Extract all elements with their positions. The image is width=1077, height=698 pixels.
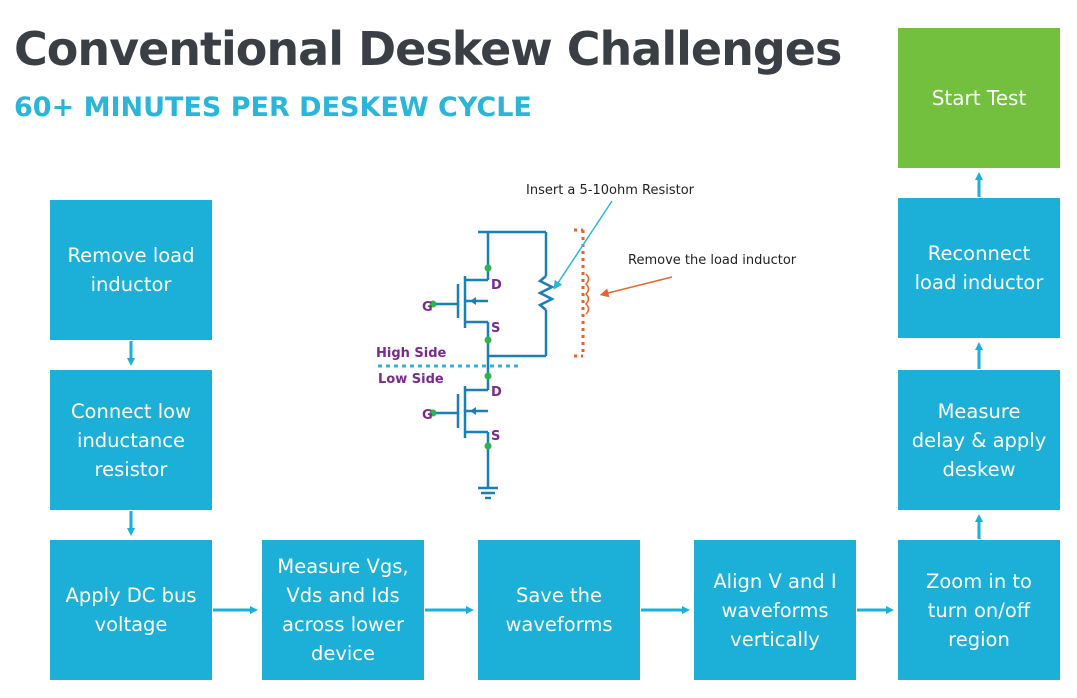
circuit-nodes <box>429 264 492 450</box>
inductor-pointer-arrow <box>599 276 673 298</box>
step-align-waveforms: Align V and I waveforms vertically <box>694 540 856 680</box>
low-source-label: S <box>491 429 500 444</box>
step-connect-resistor: Connect low inductance resistor <box>50 370 212 510</box>
low-side-label: Low Side <box>378 372 444 387</box>
step-apply-dc-bus: Apply DC bus voltage <box>50 540 212 680</box>
step-remove-load-inductor: Remove load inductor <box>50 200 212 340</box>
step-measure-delay-deskew: Measure delay & apply deskew <box>898 370 1060 510</box>
high-gate-label: G <box>422 300 433 315</box>
step-save-waveforms: Save the waveforms <box>478 540 640 680</box>
page-title: Conventional Deskew Challenges <box>14 22 842 76</box>
resistor-pointer-arrow <box>553 200 613 290</box>
step-zoom-turn-region: Zoom in to turn on/off region <box>898 540 1060 680</box>
step-measure-lower-device: Measure Vgs, Vds and Ids across lower de… <box>262 540 424 680</box>
resistor-symbol <box>537 275 555 311</box>
step-start-test: Start Test <box>898 28 1060 168</box>
half-bridge-circuit: D S G D S G High Side Low Side Insert a … <box>376 183 797 500</box>
removed-inductor <box>574 228 585 358</box>
remove-inductor-note: Remove the load inductor <box>628 253 797 268</box>
inductor-coil <box>584 273 590 315</box>
step-reconnect-inductor: Reconnect load inductor <box>898 198 1060 338</box>
high-source-label: S <box>491 321 500 336</box>
high-side-label: High Side <box>376 346 447 361</box>
high-drain-label: D <box>491 278 502 293</box>
insert-resistor-note: Insert a 5-10ohm Resistor <box>526 183 695 198</box>
page-subtitle: 60+ MINUTES PER DESKEW CYCLE <box>14 92 532 123</box>
low-gate-label: G <box>422 408 433 423</box>
low-drain-label: D <box>491 385 502 400</box>
